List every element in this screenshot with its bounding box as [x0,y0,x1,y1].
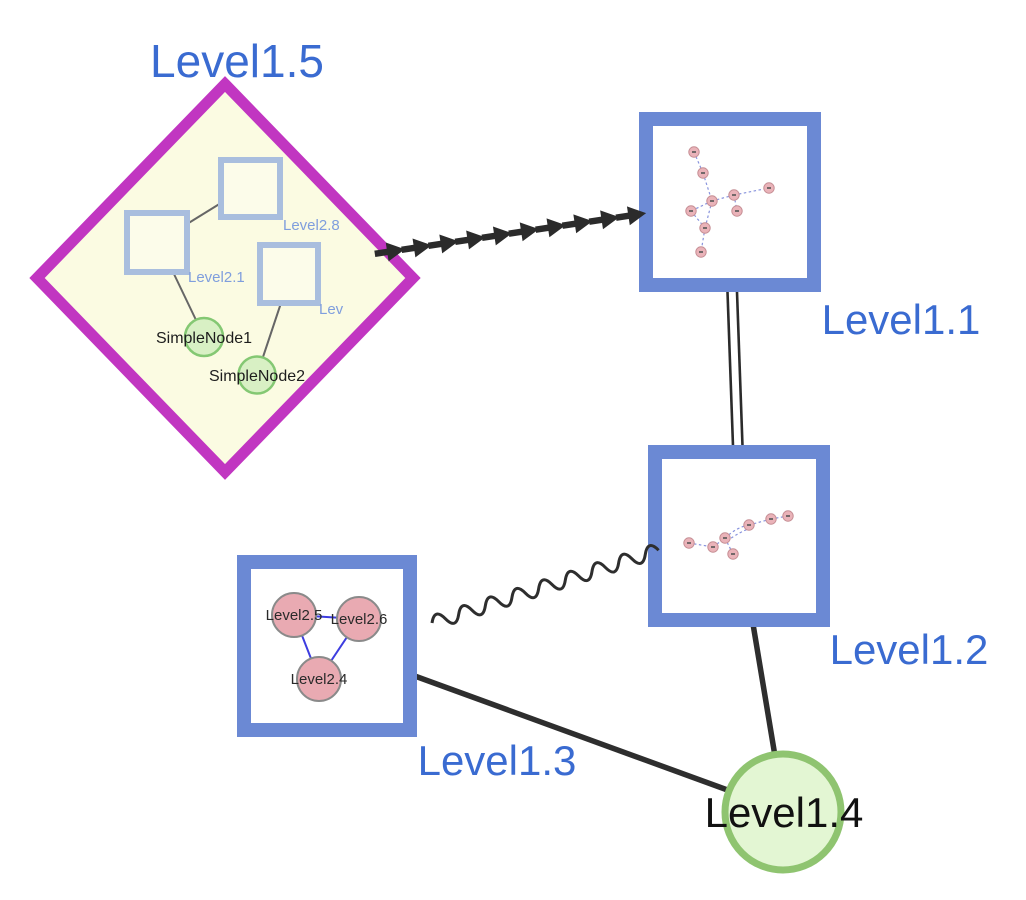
node-level2_8-label: Level2.8 [283,217,340,234]
node-level1_1[interactable] [639,112,821,292]
node-level1_2-label: Level1.2 [830,626,989,673]
node-level1_3-label: Level1.3 [418,737,577,784]
node-level1_2[interactable] [648,445,830,627]
edge-level1_2-level1_4[interactable] [750,623,778,757]
node-level1_5-label: Level1.5 [150,35,324,87]
mini-node-marks [687,515,790,555]
mini-node-marks [689,151,771,253]
edge-level1_5-level1_1[interactable] [373,203,648,264]
node-simplenode2-label: SimpleNode2 [209,368,305,385]
node-level1_4-label: Level1.4 [705,789,864,836]
node-level1_4[interactable]: Level1.4 [705,750,864,874]
node-level2_1-label: Level2.1 [188,269,245,286]
node-level2_lev[interactable] [257,242,321,306]
edge-level1_3-level1_4[interactable] [411,672,734,795]
node-level2_6-label: Level2.6 [331,611,388,628]
node-simplenode2[interactable] [237,355,277,395]
node-simplenode1-label: SimpleNode1 [156,330,252,347]
node-level2_lev-label: Lev [319,301,344,318]
inner-edge [186,202,222,225]
edge-level1_3-level1_2[interactable] [430,544,661,630]
node-level2_1[interactable] [124,210,190,275]
node-level2_6[interactable] [336,596,382,642]
inner-edge [172,271,197,321]
edge-level1_1-level1_2[interactable] [726,291,744,447]
inner-edge [262,302,282,358]
node-level2_8[interactable] [218,157,283,220]
node-level2_5-label: Level2.5 [266,607,323,624]
node-level1_5[interactable]: Level2.8 Level2.1 Lev SimpleNode1 Simple… [29,76,421,480]
node-level2_5[interactable] [271,592,317,638]
node-level1_3[interactable]: Level2.5 Level2.6 Level2.4 [237,555,417,737]
node-level1_1-label: Level1.1 [822,296,981,343]
node-level2_4[interactable] [296,656,342,702]
node-simplenode1[interactable] [183,316,225,358]
node-level2_4-label: Level2.4 [291,671,348,688]
